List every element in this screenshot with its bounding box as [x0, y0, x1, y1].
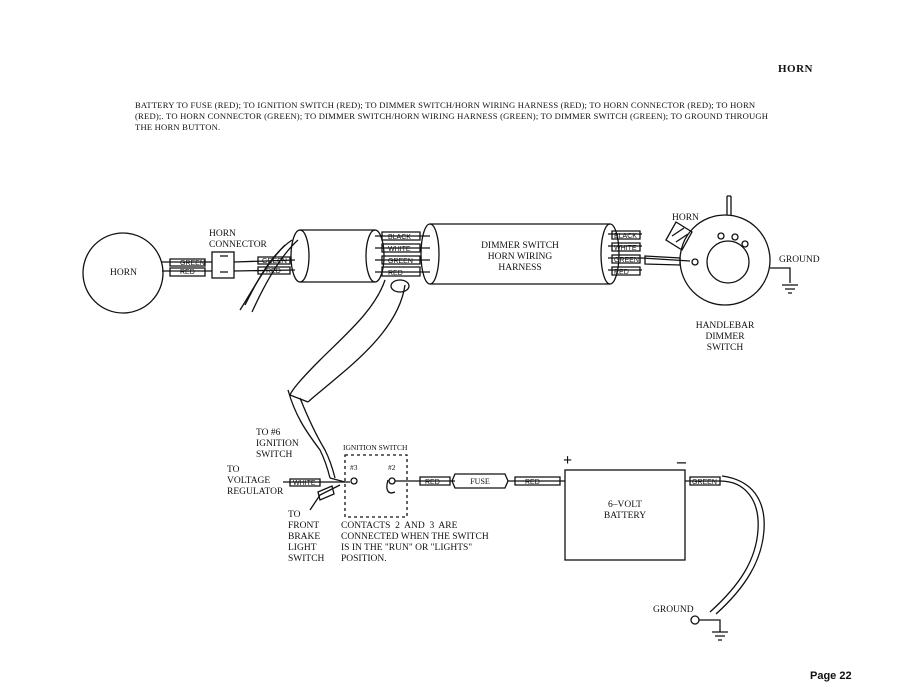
wire-label-voltage-white: WHITE	[293, 480, 316, 487]
wire-label-white: WHITE	[388, 246, 411, 253]
battery-minus-sign: –	[677, 451, 686, 471]
ignition-switch-box	[344, 454, 408, 518]
wire-label-horn-green: GREEN	[180, 260, 205, 267]
section-title: HORN	[778, 63, 813, 75]
front-brake-label-1: TO	[288, 510, 301, 520]
wire-label-horn-red: RED	[180, 269, 195, 276]
fuse-label: FUSE	[470, 477, 490, 486]
battery-body	[564, 469, 686, 561]
contacts-note-1: CONTACTS 2 AND 3 ARE	[341, 521, 458, 531]
battery-label-1: 6–VOLT	[608, 500, 642, 510]
contact-3-label: #3	[350, 463, 358, 472]
horn-label: HORN	[110, 268, 137, 278]
contacts-note-4: POSITION.	[341, 554, 387, 564]
horn-connector-label-1: HORN	[209, 229, 236, 239]
to-voltage-label-2: VOLTAGE	[227, 476, 271, 486]
ignition-switch-label: IGNITION SWITCH	[343, 443, 408, 452]
battery-label-2: BATTERY	[603, 511, 647, 521]
front-brake-label-3: BRAKE	[288, 532, 321, 542]
front-brake-label-5: SWITCH	[288, 554, 325, 564]
fuse-body	[451, 473, 509, 489]
to6-label-3: SWITCH	[256, 450, 293, 460]
handlebar-label-1: HANDLEBAR	[695, 321, 755, 331]
wire-label-red: RED	[388, 270, 403, 277]
front-brake-label-2: FRONT	[288, 521, 320, 531]
to6-label-2: IGNITION	[256, 439, 299, 449]
wire-label-conn-red: RED	[266, 268, 281, 275]
to-voltage-label-1: TO	[227, 465, 240, 475]
contacts-note-2: CONNECTED WHEN THE SWITCH	[341, 532, 489, 542]
horn-button-shape	[665, 221, 693, 251]
contact-2-label: #2	[388, 463, 396, 472]
dimmer-wire-white: WHITE	[614, 245, 637, 252]
harness-label-3: HARNESS	[498, 263, 542, 273]
ground-bottom-label: GROUND	[653, 605, 694, 615]
horn-button-label: HORN	[672, 213, 699, 223]
to6-label-1: TO #6	[256, 428, 281, 438]
dimmer-wire-black: BLACK	[614, 233, 637, 240]
battery-plus-sign: +	[563, 452, 573, 469]
front-brake-label-4: LIGHT	[288, 543, 317, 553]
horn-body	[82, 232, 164, 314]
ground-top-label: GROUND	[779, 255, 820, 265]
dimmer-switch-body	[679, 214, 771, 306]
dimmer-wire-red: RED	[614, 269, 629, 276]
harness-label-1: DIMMER SWITCH	[481, 241, 559, 251]
wire-label-ign-red: RED	[425, 479, 440, 486]
wire-label-conn-green: GREEN	[262, 258, 287, 265]
wire-label-battery-green: GREEN	[692, 479, 717, 486]
handlebar-label-3: SWITCH	[706, 343, 744, 353]
to-voltage-label-3: REGULATOR	[227, 487, 284, 497]
wire-label-black: BLACK	[388, 234, 411, 241]
horn-connector-label-2: CONNECTOR	[209, 240, 267, 250]
contacts-note-3: IS IN THE "RUN" OR "LIGHTS"	[341, 543, 473, 553]
harness-label-2: HORN WIRING	[487, 252, 553, 262]
dimmer-wire-green: GREEN	[614, 257, 639, 264]
handlebar-label-2: DIMMER	[705, 332, 745, 342]
circuit-description: BATTERY TO FUSE (RED); TO IGNITION SWITC…	[135, 100, 769, 132]
wire-label-green: GREEN	[388, 258, 413, 265]
horn-connector-block	[211, 251, 235, 279]
page-number: Page 22	[810, 670, 852, 682]
wire-label-fuse-red: RED	[525, 479, 540, 486]
